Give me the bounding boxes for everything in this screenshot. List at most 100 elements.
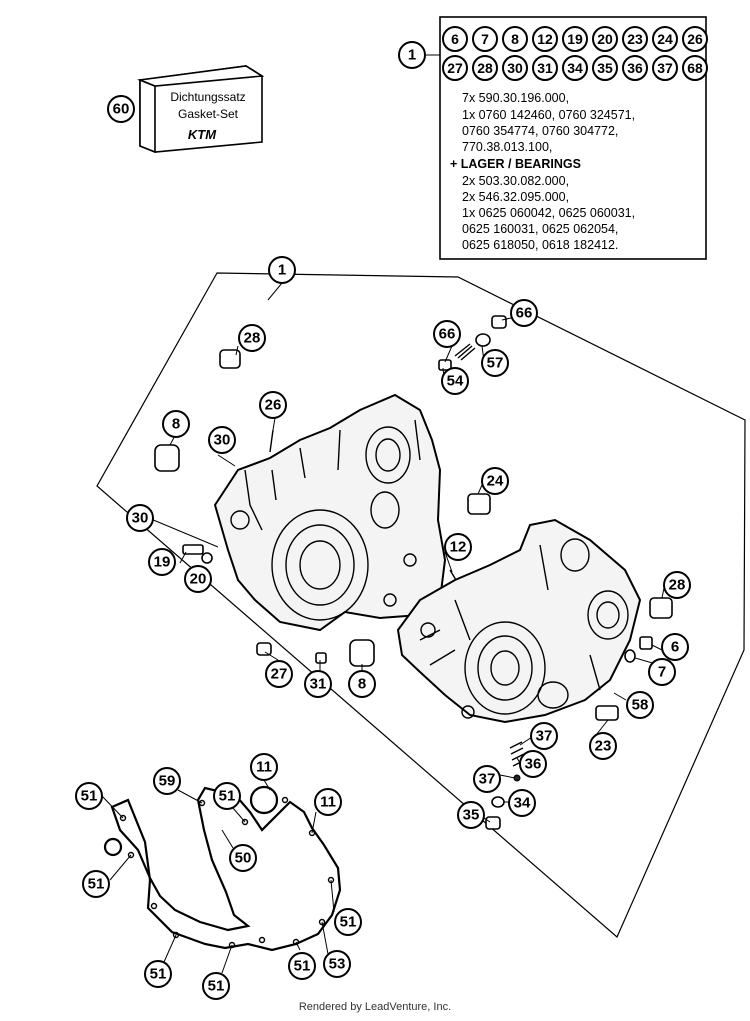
legend-item-24[interactable]: 24 <box>652 26 678 52</box>
legend-item-34[interactable]: 34 <box>562 55 588 81</box>
svg-text:28: 28 <box>669 577 686 594</box>
callout-11-left[interactable]: 11 <box>250 753 278 781</box>
callout-31[interactable]: 31 <box>304 670 332 698</box>
plug-6[interactable] <box>639 636 653 650</box>
svg-text:35: 35 <box>597 60 613 76</box>
svg-text:53: 53 <box>329 956 346 973</box>
svg-text:1: 1 <box>278 262 286 279</box>
legend-item-7[interactable]: 7 <box>472 26 498 52</box>
callout-51-top-mid[interactable]: 51 <box>213 782 241 810</box>
callout-35[interactable]: 35 <box>457 801 485 829</box>
callout-66-left[interactable]: 66 <box>433 320 461 348</box>
legend-item-20[interactable]: 20 <box>592 26 618 52</box>
svg-text:54: 54 <box>447 373 464 390</box>
callout-37-upper[interactable]: 37 <box>530 722 558 750</box>
bearing-28-upper[interactable] <box>219 349 241 369</box>
callout-51-top-left[interactable]: 51 <box>75 782 103 810</box>
legend-callout-1[interactable]: 1 <box>398 41 426 69</box>
right-crankcase-half[interactable] <box>396 518 642 724</box>
crankcase-gasket[interactable] <box>103 785 342 952</box>
callout-50[interactable]: 50 <box>229 844 257 872</box>
callout-60[interactable]: 60 <box>107 95 135 123</box>
sleeve-8-upper[interactable] <box>154 444 180 472</box>
legend-item-30[interactable]: 30 <box>502 55 528 81</box>
callout-51-bottom-right[interactable]: 51 <box>288 952 316 980</box>
callout-51-bottom-mid[interactable]: 51 <box>202 972 230 1000</box>
spring-54[interactable] <box>454 343 476 361</box>
callout-7[interactable]: 7 <box>648 658 676 686</box>
callout-11-right[interactable]: 11 <box>314 788 342 816</box>
callout-34[interactable]: 34 <box>508 789 536 817</box>
gasket-set-label-de: Dichtungssatz <box>170 90 245 104</box>
legend-item-8[interactable]: 8 <box>502 26 528 52</box>
bearing-28-right[interactable] <box>649 597 673 619</box>
plug-31[interactable] <box>315 652 327 664</box>
washer-20[interactable] <box>201 552 213 564</box>
callout-19[interactable]: 19 <box>148 548 176 576</box>
seal-34[interactable] <box>491 796 505 808</box>
plug-66-lower[interactable] <box>438 359 452 371</box>
washer-7[interactable] <box>624 649 636 663</box>
spring-36[interactable] <box>509 741 526 767</box>
callout-1[interactable]: 1 <box>268 256 296 284</box>
legend-item-37[interactable]: 37 <box>652 55 678 81</box>
gasket-set-box[interactable]: Dichtungssatz Gasket-Set KTM <box>136 65 265 154</box>
callout-36[interactable]: 36 <box>519 750 547 778</box>
callout-51-left[interactable]: 51 <box>82 870 110 898</box>
callout-8-lower[interactable]: 8 <box>348 670 376 698</box>
legend-item-27[interactable]: 27 <box>442 55 468 81</box>
callout-30-lower[interactable]: 30 <box>126 504 154 532</box>
svg-text:68: 68 <box>687 60 703 76</box>
sleeve-8-lower[interactable] <box>349 639 375 667</box>
callout-66-right[interactable]: 66 <box>510 299 538 327</box>
legend-item-68[interactable]: 68 <box>682 55 708 81</box>
callout-28-right[interactable]: 28 <box>663 571 691 599</box>
legend-item-12[interactable]: 12 <box>532 26 558 52</box>
callout-51-bottom-left[interactable]: 51 <box>144 960 172 988</box>
svg-text:20: 20 <box>190 571 207 588</box>
callout-53[interactable]: 53 <box>323 950 351 978</box>
callout-23[interactable]: 23 <box>589 732 617 760</box>
callout-26[interactable]: 26 <box>259 391 287 419</box>
screw-26[interactable] <box>269 429 274 453</box>
bolt-19[interactable] <box>182 544 204 555</box>
callout-24[interactable]: 24 <box>481 467 509 495</box>
legend-item-31[interactable]: 31 <box>532 55 558 81</box>
svg-text:51: 51 <box>294 958 311 975</box>
legend-item-19[interactable]: 19 <box>562 26 588 52</box>
callout-8-upper[interactable]: 8 <box>162 410 190 438</box>
gasket-lead-lines <box>101 779 335 974</box>
dowel-27[interactable] <box>256 642 272 656</box>
legend-item-26[interactable]: 26 <box>682 26 708 52</box>
callout-20[interactable]: 20 <box>184 565 212 593</box>
svg-text:24: 24 <box>487 473 504 490</box>
legend-item-23[interactable]: 23 <box>622 26 648 52</box>
svg-text:35: 35 <box>463 807 480 824</box>
callout-37-lower[interactable]: 37 <box>473 765 501 793</box>
bearing-24[interactable] <box>467 493 491 515</box>
callout-57[interactable]: 57 <box>481 349 509 377</box>
callout-27[interactable]: 27 <box>265 660 293 688</box>
callout-51-right[interactable]: 51 <box>334 908 362 936</box>
legend-item-6[interactable]: 6 <box>442 26 468 52</box>
callout-12[interactable]: 12 <box>444 533 472 561</box>
washer-57[interactable] <box>475 333 491 347</box>
callout-6[interactable]: 6 <box>661 633 689 661</box>
legend-item-35[interactable]: 35 <box>592 55 618 81</box>
callout-28-upper[interactable]: 28 <box>238 324 266 352</box>
legend-item-36[interactable]: 36 <box>622 55 648 81</box>
left-crankcase-half[interactable] <box>213 393 447 632</box>
svg-text:36: 36 <box>525 756 542 773</box>
screw-12[interactable] <box>449 569 457 581</box>
callout-58[interactable]: 58 <box>626 691 654 719</box>
legend-item-28[interactable]: 28 <box>472 55 498 81</box>
plug-35[interactable] <box>485 816 501 830</box>
pin-23[interactable] <box>595 705 619 721</box>
callout-59[interactable]: 59 <box>153 767 181 795</box>
assembly-frame <box>96 272 746 938</box>
callout-54[interactable]: 54 <box>441 367 469 395</box>
plug-66-upper[interactable] <box>491 315 507 329</box>
svg-text:19: 19 <box>567 31 583 47</box>
callout-30-upper[interactable]: 30 <box>208 426 236 454</box>
